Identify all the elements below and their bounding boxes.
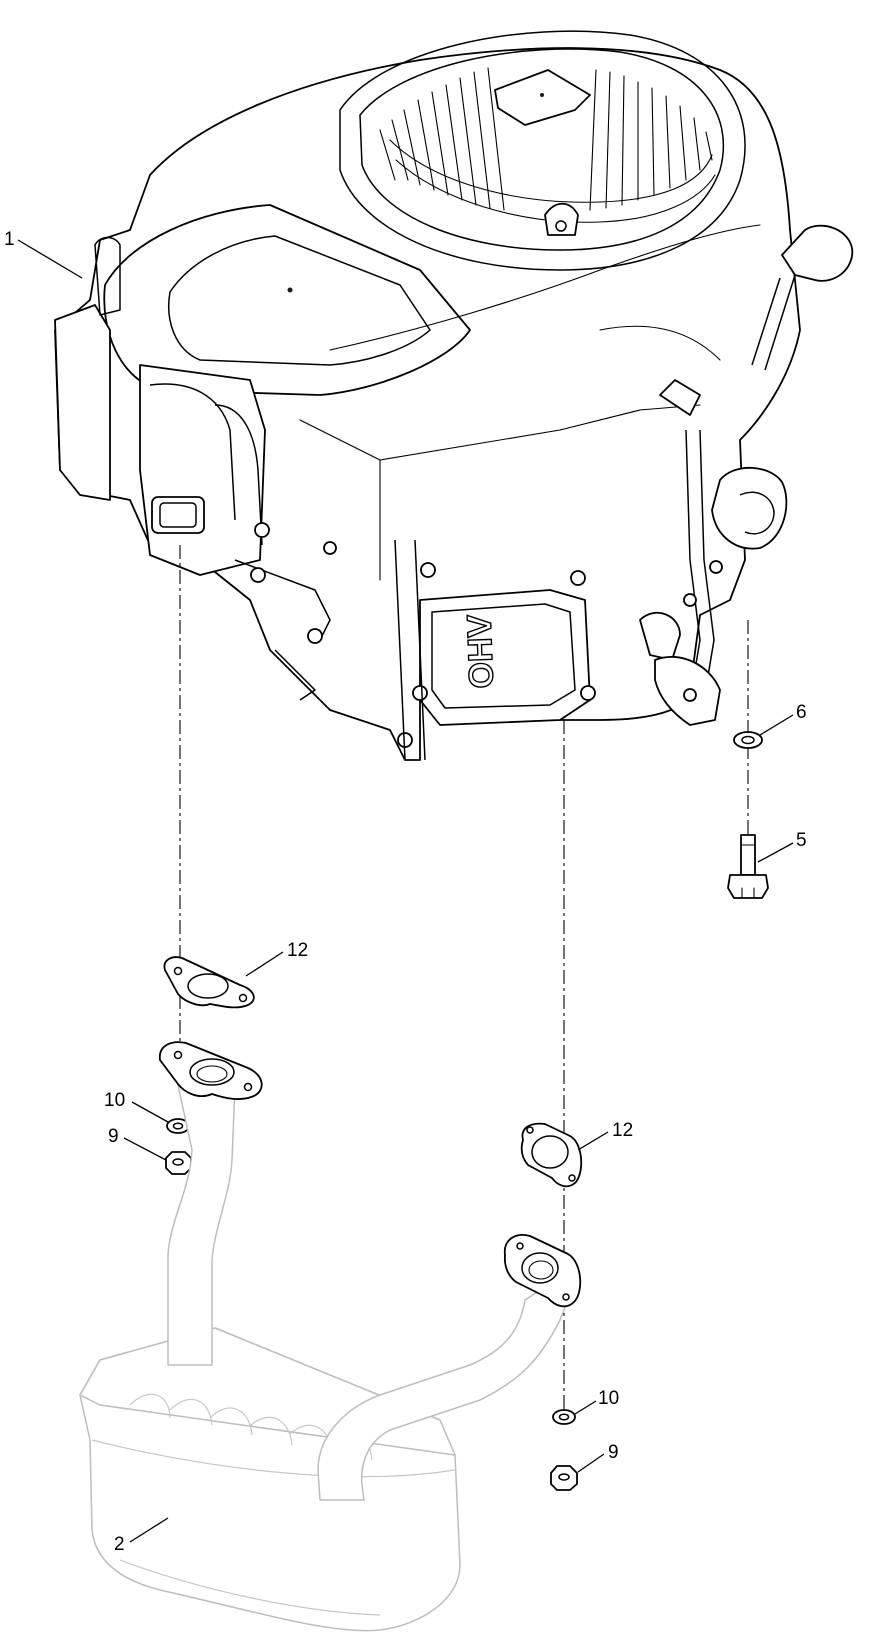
callout-label-9-left: 9 <box>108 1126 119 1147</box>
leader-line-12-upper <box>245 951 284 977</box>
gasket-part-12-upper <box>163 956 255 1009</box>
callout-label-10-left: 10 <box>104 1090 125 1111</box>
muffler-part-2 <box>79 1041 582 1632</box>
callout-label-12-lower: 12 <box>612 1120 633 1141</box>
callout-label-5: 5 <box>796 830 807 851</box>
callout-label-1: 1 <box>4 229 15 250</box>
grille-slats <box>379 67 716 223</box>
callout-9-left: 9 <box>108 1126 167 1161</box>
callout-9-right: 9 <box>577 1442 619 1473</box>
bolt-part-5 <box>727 834 769 899</box>
callout-12-lower: 12 <box>577 1120 633 1151</box>
callout-2: 2 <box>114 1517 169 1555</box>
washer-part-10-right <box>552 1409 576 1425</box>
washer-part-6 <box>733 731 763 749</box>
leader-line-10-left <box>131 1101 169 1123</box>
callout-6: 6 <box>759 702 807 736</box>
nut-part-9-left <box>165 1151 192 1175</box>
callout-10-left: 10 <box>104 1090 169 1123</box>
engine-mark-ohv: OHV <box>460 614 501 689</box>
leader-line-9-right <box>577 1453 605 1473</box>
callout-5: 5 <box>757 830 807 863</box>
callout-label-12-upper: 12 <box>287 940 308 961</box>
callout-12-upper: 12 <box>245 940 308 977</box>
gasket-part-12-lower <box>520 1122 583 1188</box>
callout-label-9-right: 9 <box>608 1442 619 1463</box>
leader-line-6 <box>759 714 794 736</box>
callout-label-10-right: 10 <box>598 1388 619 1409</box>
engine-assembly: OHV <box>54 30 854 761</box>
leader-line-9-left <box>123 1137 167 1161</box>
callout-label-2: 2 <box>114 1534 125 1555</box>
leader-line-5 <box>757 842 794 863</box>
nut-part-9-right <box>550 1465 578 1491</box>
callout-10-right: 10 <box>574 1388 619 1415</box>
leader-line-2 <box>129 1517 169 1543</box>
leader-line-10-right <box>574 1400 597 1415</box>
callout-1: 1 <box>4 229 83 279</box>
leader-line-1 <box>17 239 83 279</box>
leader-line-12-lower <box>577 1131 609 1151</box>
callout-label-6: 6 <box>796 702 807 723</box>
